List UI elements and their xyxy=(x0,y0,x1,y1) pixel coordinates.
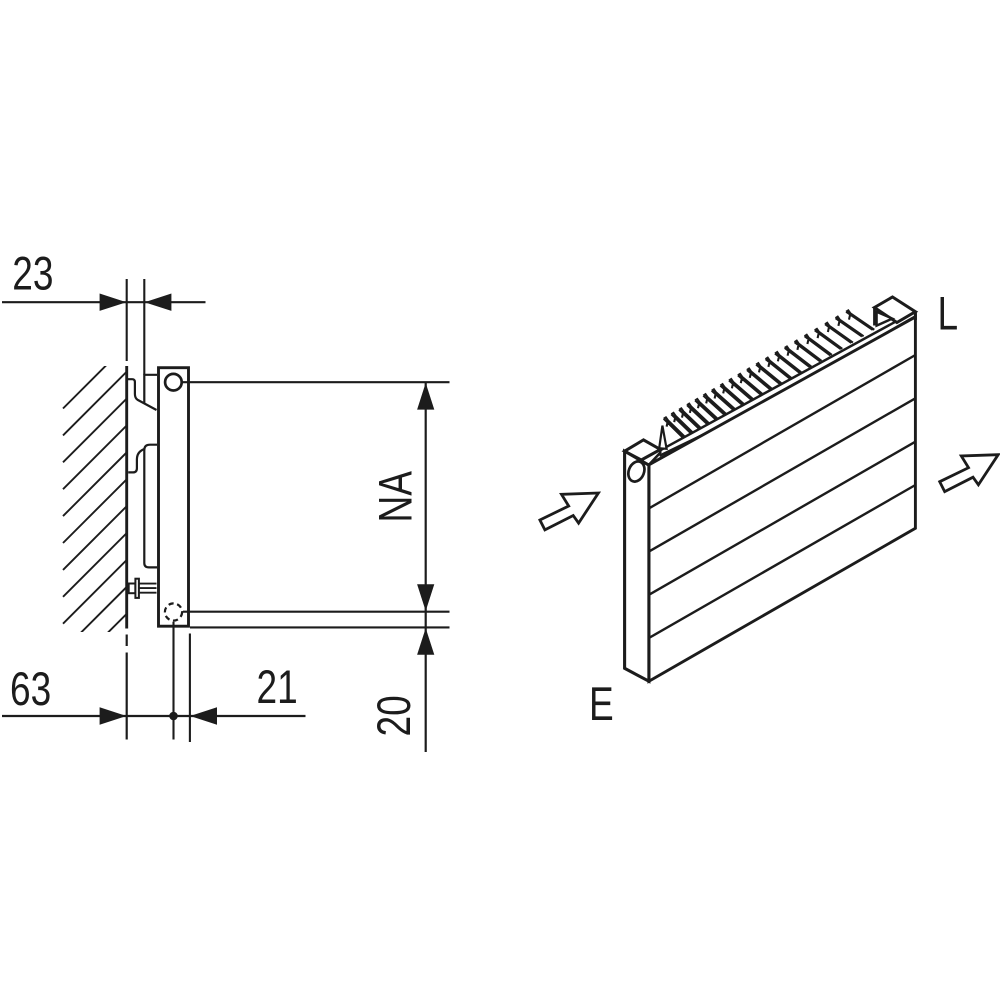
svg-text:20: 20 xyxy=(368,695,422,736)
svg-text:L: L xyxy=(938,287,959,341)
svg-text:E: E xyxy=(589,677,614,731)
svg-text:23: 23 xyxy=(12,247,53,301)
svg-text:63: 63 xyxy=(10,663,51,717)
svg-text:21: 21 xyxy=(257,661,298,715)
svg-text:NA: NA xyxy=(369,471,423,523)
